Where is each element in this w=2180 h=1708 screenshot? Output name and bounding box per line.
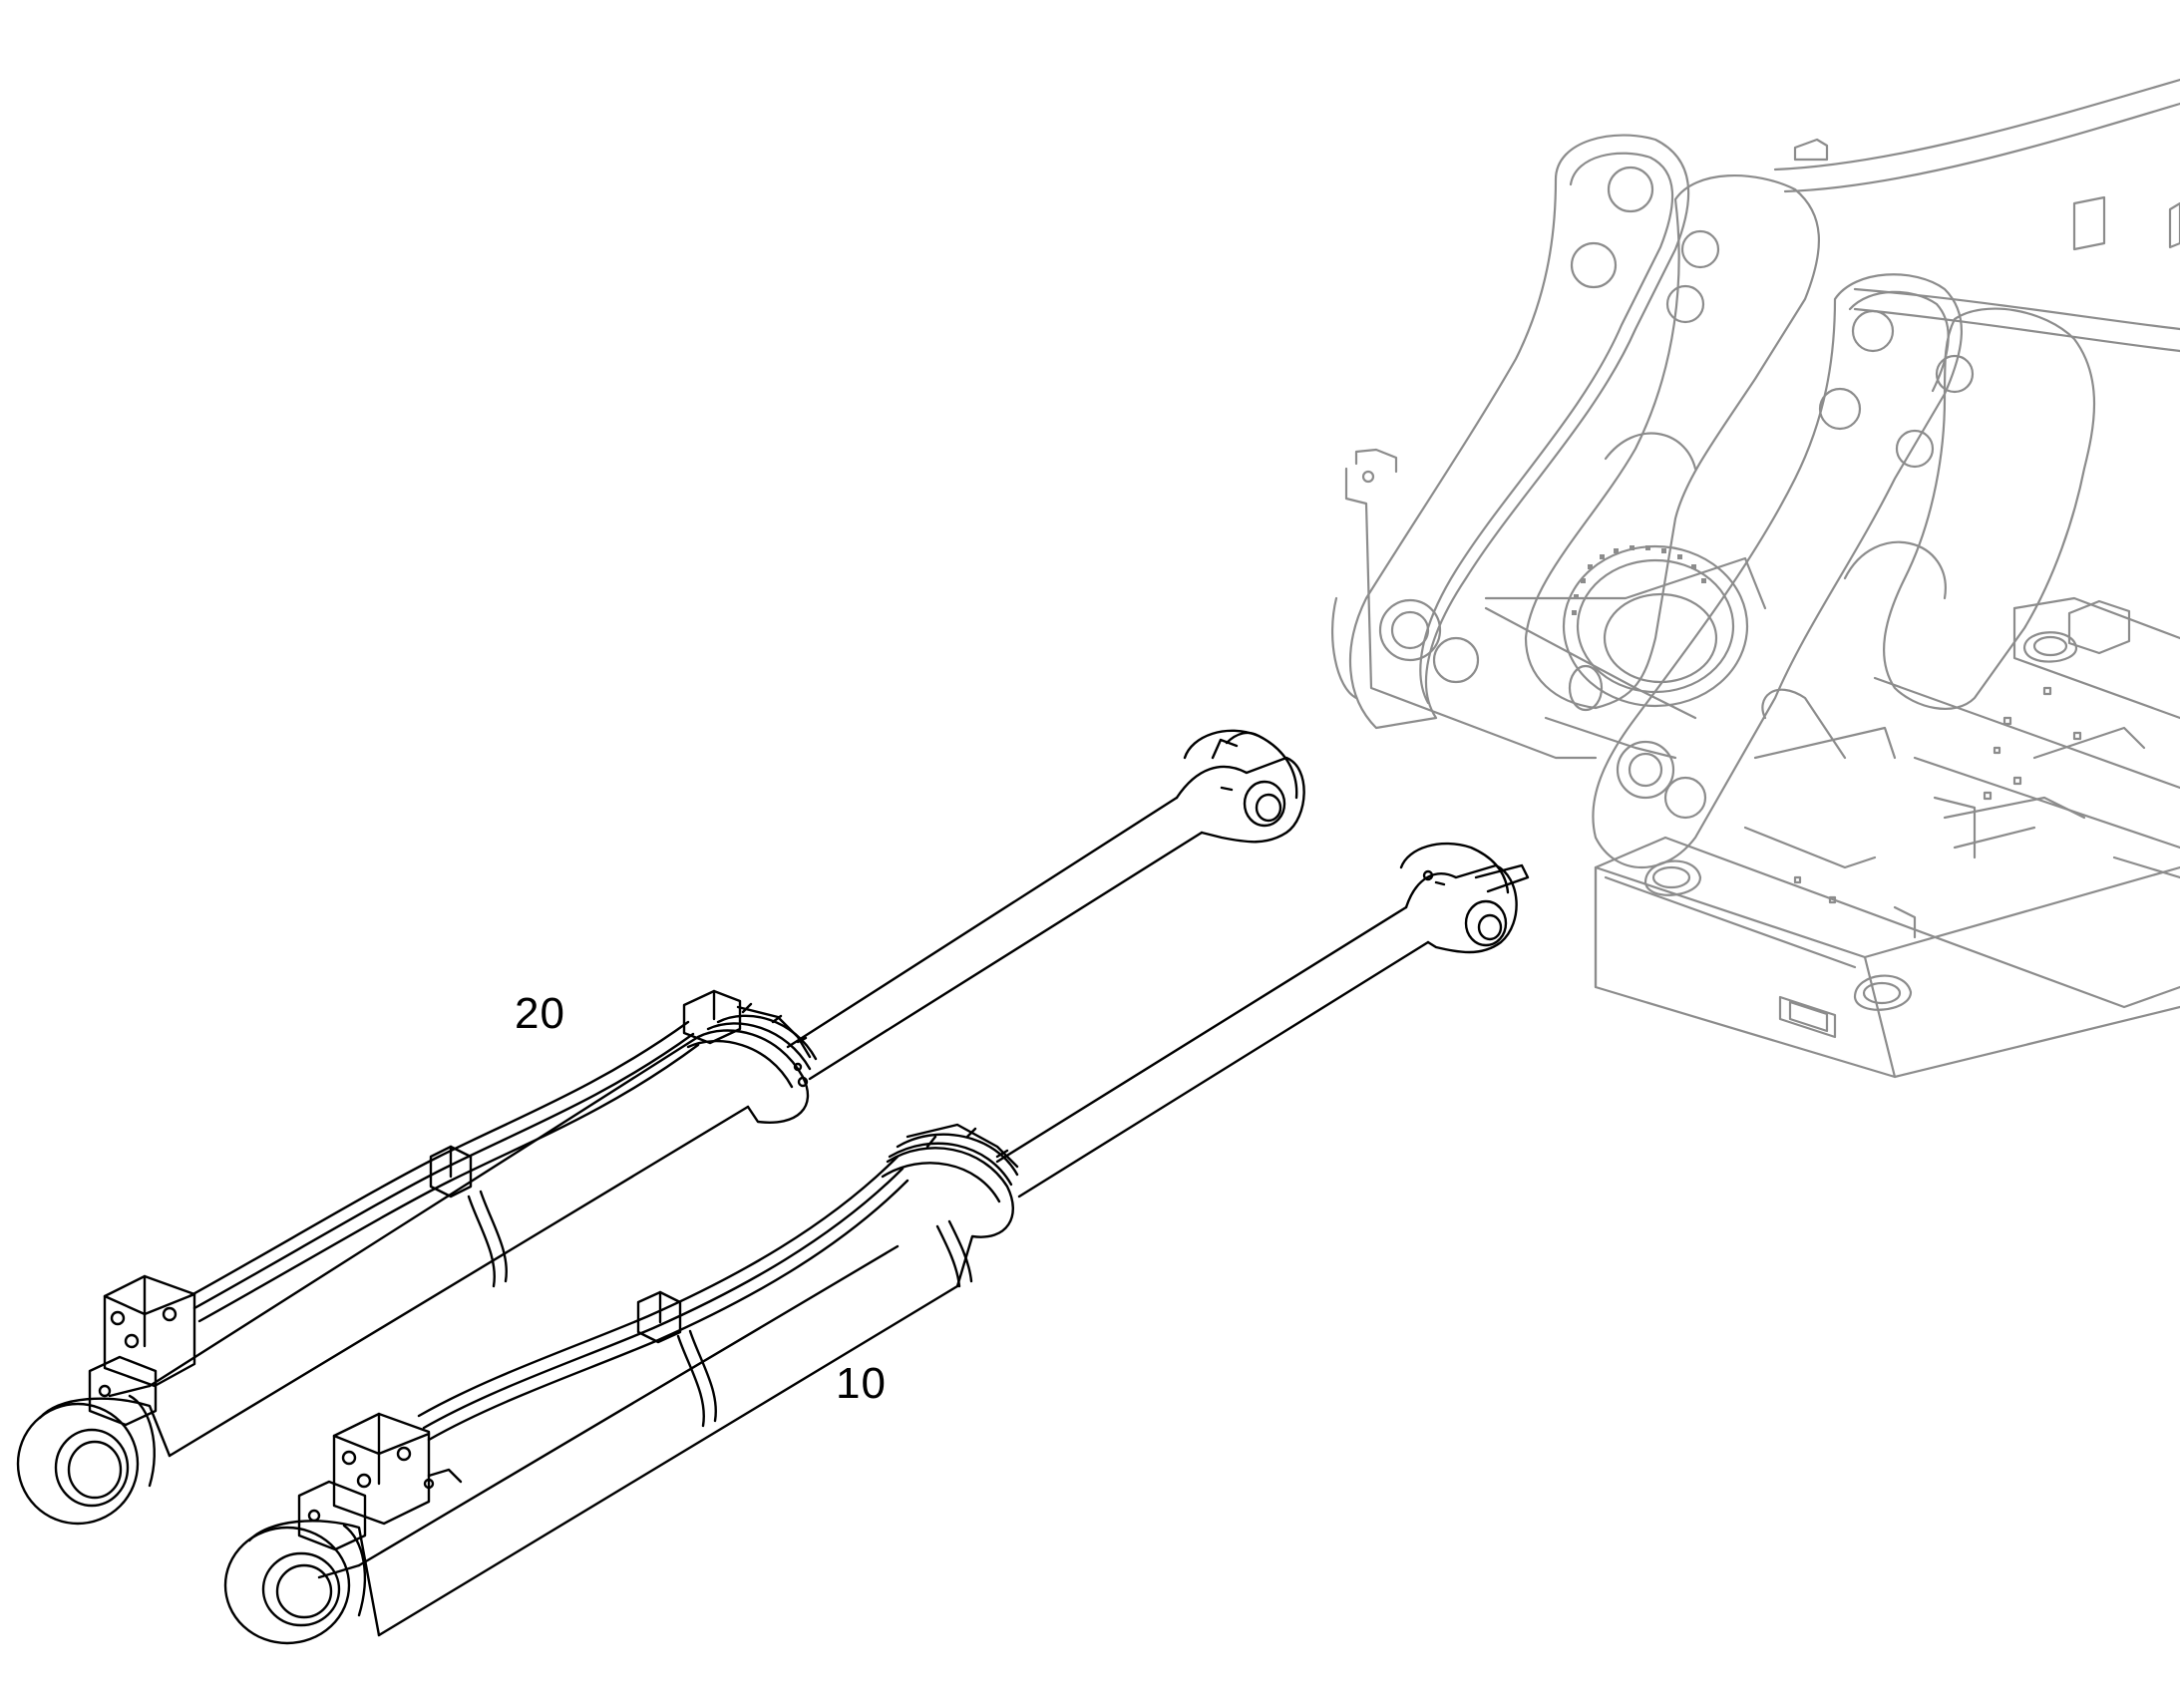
hydraulic-cylinder-10 [223, 842, 1530, 1645]
machine-frame [1330, 78, 2180, 1079]
callout-label-10: 10 [836, 1359, 887, 1408]
hydraulic-cylinder-20 [16, 729, 1305, 1526]
callout-label-20: 20 [515, 989, 565, 1038]
